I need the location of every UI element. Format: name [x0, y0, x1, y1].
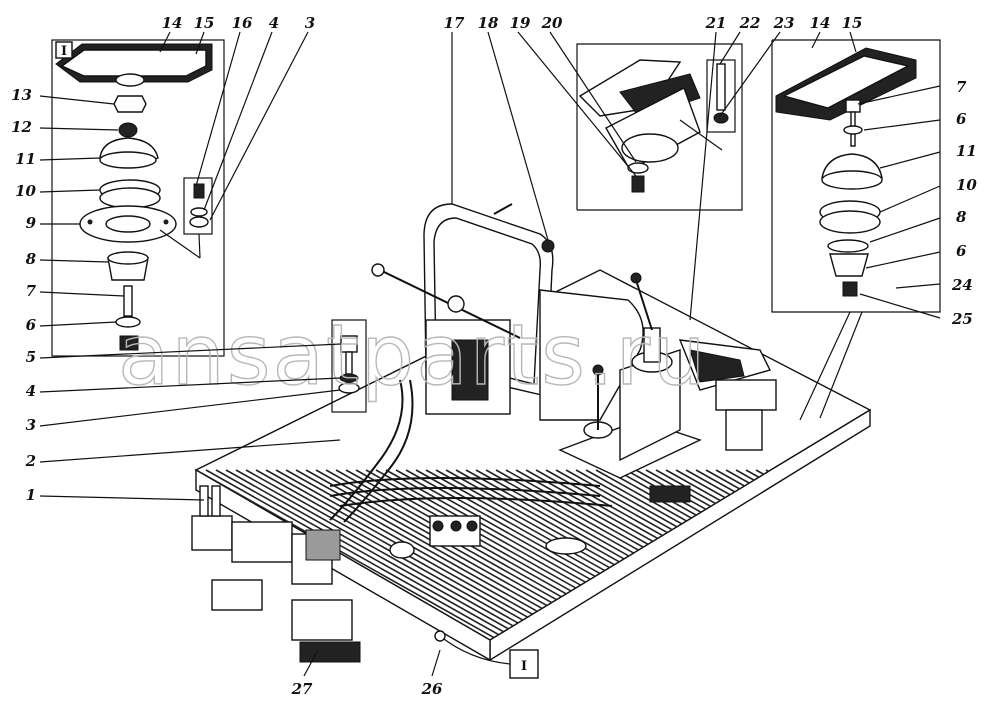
hatch-stripe	[835, 469, 870, 640]
left-inset-marker-label: I	[61, 44, 67, 59]
callout-27: 27	[291, 680, 313, 698]
right-inset-box	[771, 39, 941, 421]
callout-9: 9	[26, 214, 37, 232]
callout-14-right: 14	[810, 14, 831, 32]
callout-26: 26	[421, 680, 443, 698]
hatch-stripe	[665, 469, 870, 640]
bolt-group-detail	[331, 319, 367, 413]
hatch-stripe	[235, 469, 557, 640]
hatch-stripe	[785, 469, 870, 640]
hatch-stripe	[735, 469, 870, 640]
hatch-stripe	[745, 469, 870, 640]
hatch-stripe	[775, 469, 870, 640]
hatch-stripe	[715, 469, 870, 640]
pedal-detail-inset	[576, 43, 743, 211]
hatch-stripe	[245, 469, 567, 640]
callout-11-right: 11	[956, 142, 977, 160]
section-marker-label: I	[521, 659, 527, 674]
callout-20: 20	[541, 14, 563, 32]
leader-lines	[39, 31, 941, 677]
hatch-stripe	[655, 469, 870, 640]
callout-25: 25	[951, 310, 973, 328]
callout-22: 22	[739, 14, 761, 32]
hatch-stripe	[215, 469, 537, 640]
callout-3: 3	[26, 416, 36, 434]
callout-6-right-a: 6	[956, 110, 967, 128]
hatch-stripe	[755, 469, 870, 640]
callout-4-top: 4	[269, 14, 279, 32]
callout-8-right: 8	[956, 208, 967, 226]
callout-13: 13	[11, 86, 32, 104]
callout-4: 4	[26, 382, 36, 400]
callout-5: 5	[26, 348, 36, 366]
callout-8: 8	[26, 250, 37, 268]
control-console	[558, 272, 777, 479]
operator-seat	[371, 203, 644, 421]
hatch-stripe	[926, 470, 1000, 650]
callout-10-right: 10	[956, 176, 977, 194]
callout-15-left: 15	[194, 14, 215, 32]
left-inset-box	[51, 39, 225, 357]
hatch-stripe	[886, 470, 1000, 650]
section-marker: I I	[55, 41, 539, 679]
callout-14-left: 14	[162, 14, 183, 32]
hatch-stripe	[865, 469, 870, 640]
callout-21: 21	[705, 14, 727, 32]
hatch-stripe	[906, 470, 1000, 650]
hatch-stripe	[936, 470, 1000, 650]
hatch-stripe	[986, 470, 1000, 650]
hatch-stripe	[825, 469, 870, 640]
callout-10: 10	[15, 182, 36, 200]
callout-numbers: 13 12 11 10 9 8 7 6 5 4 3 2 1 14 15 16 4…	[11, 14, 977, 698]
callout-23: 23	[773, 14, 795, 32]
hatch-stripe	[255, 469, 577, 640]
callout-7-right: 7	[956, 78, 967, 96]
hatch-stripe	[725, 469, 870, 640]
hatch-stripe	[896, 470, 1000, 650]
callout-11: 11	[15, 150, 36, 168]
hydraulic-lines	[329, 379, 613, 523]
callout-6: 6	[26, 316, 37, 334]
hatch-stripe	[876, 470, 1000, 650]
callout-1: 1	[26, 486, 36, 504]
hatch-stripe	[976, 470, 1000, 650]
hatch-stripe	[645, 469, 870, 640]
hatch-stripe	[916, 470, 1000, 650]
hatch-stripe	[855, 469, 870, 640]
hatch-stripe	[225, 469, 547, 640]
hatch-stripe	[845, 469, 870, 640]
hatch-stripe	[815, 469, 870, 640]
callout-7: 7	[26, 282, 37, 300]
callout-17: 17	[444, 14, 465, 32]
hatch-stripe	[996, 470, 1000, 650]
callout-6-right-b: 6	[956, 242, 967, 260]
hatch-stripe	[196, 469, 517, 640]
callout-2: 2	[25, 452, 36, 470]
hatch-stripe	[805, 469, 870, 640]
callout-3-top: 3	[305, 14, 315, 32]
callout-24: 24	[951, 276, 973, 294]
hatch-stripe	[966, 470, 1000, 650]
callout-16: 16	[232, 14, 253, 32]
callout-18: 18	[478, 14, 499, 32]
hatch-stripe	[765, 469, 870, 640]
hatch-stripe	[946, 470, 1000, 650]
callout-19: 19	[510, 14, 531, 32]
valve-blocks	[191, 485, 691, 663]
callout-15-right: 15	[842, 14, 863, 32]
hatch-stripe	[675, 469, 870, 640]
watermark: ansatparts.ru	[118, 306, 707, 404]
callout-12: 12	[11, 118, 32, 136]
hatch-stripe	[956, 470, 1000, 650]
hatch-stripe	[205, 469, 527, 640]
hatch-stripe	[795, 469, 870, 640]
